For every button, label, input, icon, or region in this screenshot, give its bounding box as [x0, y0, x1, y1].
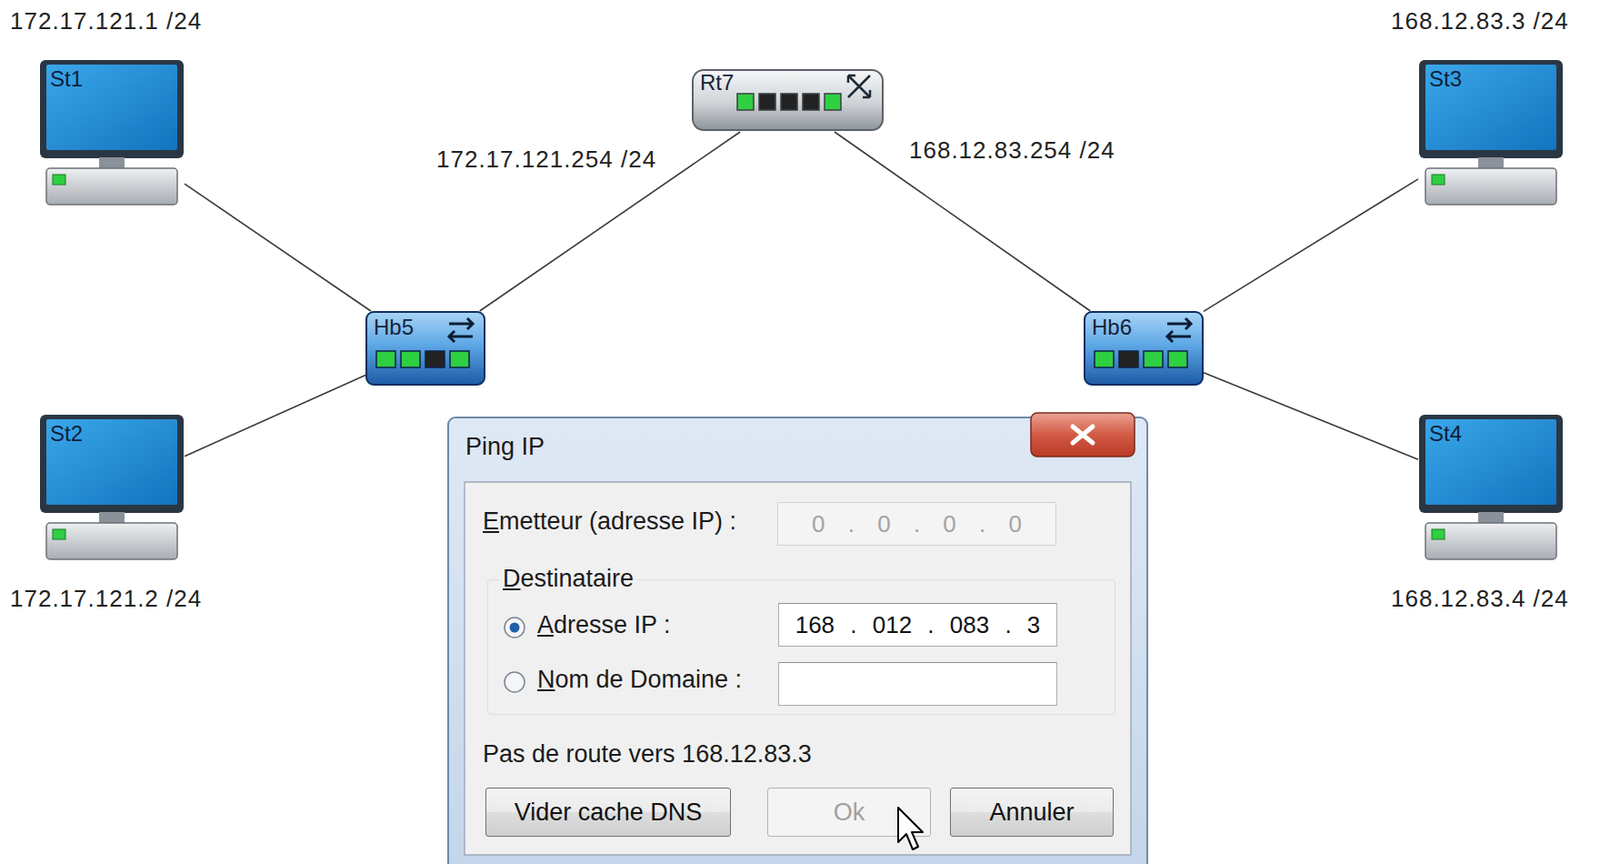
workstation: St3168.12.83.3 /24	[1418, 59, 1564, 210]
dialog-button: Vider cache DNS	[485, 787, 731, 837]
station-name: St4	[1429, 420, 1462, 447]
ping-dialog: Ping IP0 . 0 . 0 . 0Destinataire168 . 01…	[447, 416, 1149, 864]
station-name: St2	[50, 420, 83, 447]
ip-address: 168.12.83.3 /24	[1390, 7, 1570, 36]
dialog-button: Annuler	[950, 787, 1114, 837]
device-name: Hb6	[1091, 314, 1132, 340]
button-label: Ok	[833, 798, 866, 827]
field-label: Emetteur (adresse IP) :	[482, 507, 737, 536]
device-name: Rt7	[700, 70, 734, 96]
workstation: St4168.12.83.4 /24	[1418, 413, 1564, 564]
button-label: Vider cache DNS	[514, 798, 703, 827]
ip-input-field: 168 . 012 . 083 . 3	[778, 602, 1058, 647]
mouse-cursor	[896, 805, 928, 855]
ip-address: 172.17.121.1 /24	[10, 7, 202, 36]
interface-ip: 172.17.121.254 /24	[433, 145, 660, 174]
ip-address: 172.17.121.2 /24	[10, 584, 202, 613]
network-cable	[184, 183, 371, 311]
ip-value: 168 . 012 . 083 . 3	[795, 610, 1041, 640]
group-title: Destinataire	[499, 564, 638, 593]
hub-device: Hb6	[1083, 310, 1204, 386]
dialog-title: Ping IP	[465, 432, 545, 461]
station-name: St1	[50, 66, 83, 92]
hub-device: Hb5	[365, 310, 486, 386]
network-cable	[1203, 372, 1419, 460]
workstation: St2172.17.121.2 /24	[39, 413, 185, 564]
device-name: Hb5	[373, 314, 414, 340]
ip-address: 168.12.83.4 /24	[1390, 584, 1570, 613]
button-label: Annuler	[989, 798, 1074, 827]
network-cable	[184, 375, 366, 457]
domain-input-field	[778, 661, 1058, 706]
workstation: St1172.17.121.1 /24	[39, 59, 185, 210]
network-cable	[1203, 179, 1419, 311]
status-message: Pas de route vers 168.12.83.3	[482, 740, 812, 769]
ip-input-field: 0 . 0 . 0 . 0	[777, 501, 1057, 546]
field-label: Nom de Domaine :	[537, 665, 742, 694]
ip-value: 0 . 0 . 0 . 0	[811, 510, 1022, 539]
station-name: St3	[1429, 66, 1462, 92]
group-box: Destinataire168 . 012 . 083 . 3	[487, 579, 1116, 715]
field-label: Adresse IP :	[537, 610, 671, 640]
interface-ip: 168.12.83.254 /24	[906, 136, 1119, 165]
router-device: Rt7	[691, 66, 884, 132]
